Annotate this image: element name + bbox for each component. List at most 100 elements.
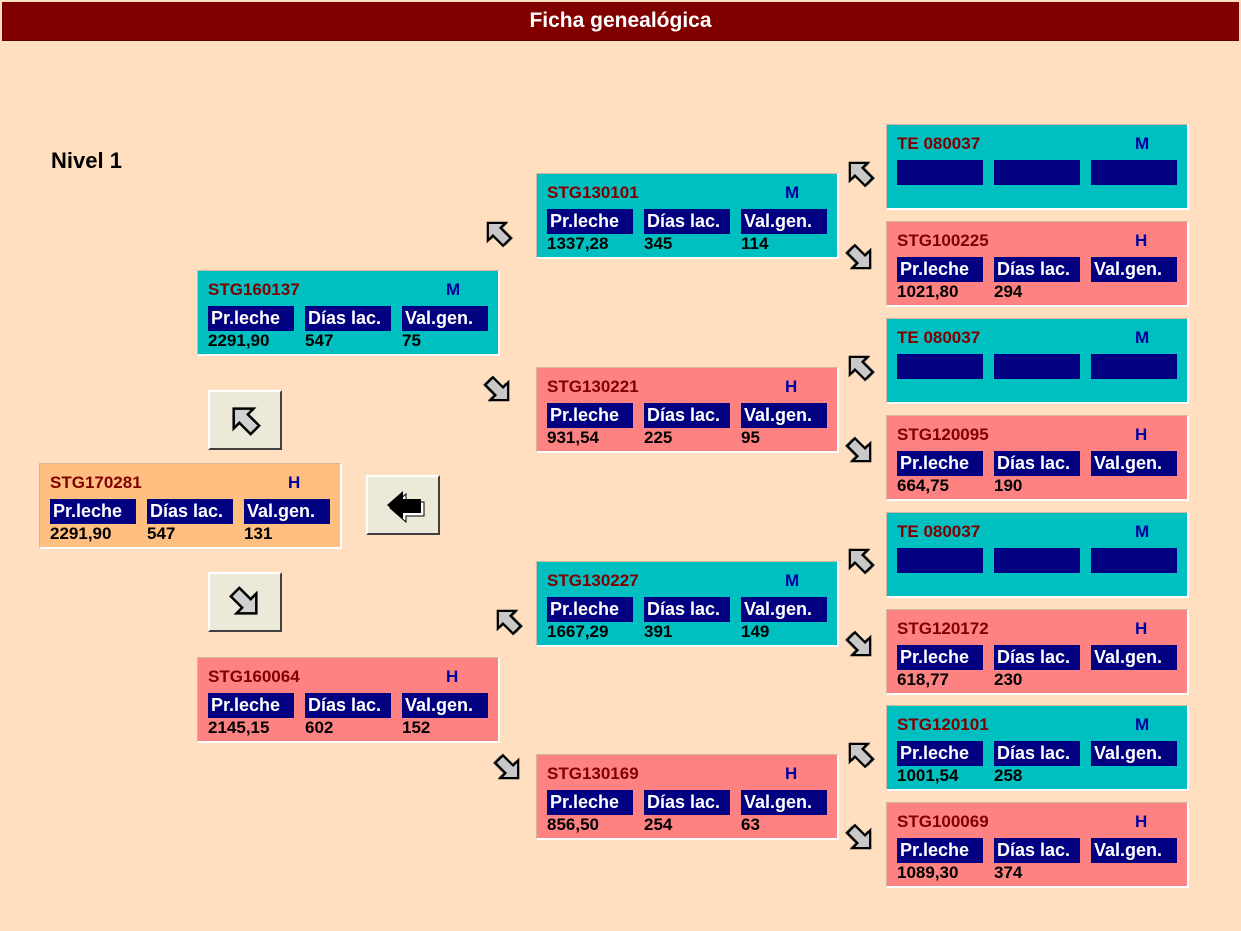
window-title: Ficha genealógica <box>2 2 1239 41</box>
milk-production-value: 1089,30 <box>897 863 959 882</box>
animal-sex: H <box>288 473 301 492</box>
expand-icon[interactable] <box>842 627 878 663</box>
expand-icon[interactable] <box>842 349 878 385</box>
milk-production-header: Pr.leche <box>547 597 633 622</box>
genetic-value-value: 75 <box>402 331 421 350</box>
genetic-value-header: Val.gen. <box>741 403 827 428</box>
milk-production-value: 1337,28 <box>547 234 609 253</box>
lactation-days-header: Días lac. <box>644 403 730 428</box>
animal-sex: M <box>785 183 800 202</box>
animal-code: STG130101 <box>547 183 639 202</box>
lactation-days-header: Días lac. <box>644 597 730 622</box>
genetic-value-header: Val.gen. <box>402 306 488 331</box>
lactation-days-header: Días lac. <box>994 741 1080 766</box>
genetic-value-header: Val.gen. <box>741 790 827 815</box>
animal-code: STG120095 <box>897 425 989 444</box>
genetic-value-header: Val.gen. <box>1091 451 1177 476</box>
expand-icon[interactable] <box>842 155 878 191</box>
lactation-days-value: 225 <box>644 428 673 447</box>
animal-sex: M <box>1135 715 1150 734</box>
lactation-days-header: Días lac. <box>994 838 1080 863</box>
animal-sex: H <box>1135 425 1148 444</box>
expand-sire-dam-icon[interactable] <box>480 372 516 408</box>
expand-icon[interactable] <box>842 736 878 772</box>
milk-production-value: 2145,15 <box>208 718 270 737</box>
genetic-value-value: 114 <box>741 234 769 253</box>
animal-code: STG160137 <box>208 280 300 299</box>
lactation-days-header <box>994 548 1080 573</box>
level-label: Nivel 1 <box>51 148 122 173</box>
nav-sire-button[interactable] <box>208 390 282 450</box>
lactation-days-header: Días lac. <box>147 499 233 524</box>
genetic-value-header <box>1091 548 1177 573</box>
expand-icon[interactable] <box>842 240 878 276</box>
lactation-days-value: 345 <box>644 234 673 253</box>
lactation-days-header: Días lac. <box>644 790 730 815</box>
genetic-value-header: Val.gen. <box>402 693 488 718</box>
animal-sex: M <box>1135 134 1150 153</box>
lactation-days-header: Días lac. <box>644 209 730 234</box>
expand-icon[interactable] <box>842 542 878 578</box>
expand-sire-sire-icon[interactable] <box>480 215 516 251</box>
lactation-days-value: 230 <box>994 670 1023 689</box>
expand-icon[interactable] <box>842 433 878 469</box>
milk-production-value: 856,50 <box>547 815 599 834</box>
milk-production-header: Pr.leche <box>897 838 983 863</box>
animal-code: TE 080037 <box>897 522 981 541</box>
genetic-value-header <box>1091 354 1177 379</box>
animal-sex: M <box>785 571 800 590</box>
lactation-days-header: Días lac. <box>305 693 391 718</box>
genetic-value-value: 149 <box>741 622 770 641</box>
animal-card-sds[interactable]: TE 080037 M <box>886 318 1189 404</box>
milk-production-header: Pr.leche <box>897 645 983 670</box>
milk-production-header: Pr.leche <box>208 306 294 331</box>
milk-production-value: 1021,80 <box>897 282 959 301</box>
nav-dam-button[interactable] <box>208 572 282 632</box>
genetic-value-header: Val.gen. <box>1091 838 1177 863</box>
lactation-days-value: 547 <box>147 524 176 543</box>
animal-code: STG170281 <box>50 473 142 492</box>
genetic-value-value: 152 <box>402 718 431 737</box>
lactation-days-header <box>994 354 1080 379</box>
genetic-value-header: Val.gen. <box>1091 741 1177 766</box>
animal-sex: H <box>1135 231 1148 250</box>
genetic-value-header <box>1091 160 1177 185</box>
lactation-days-value: 391 <box>644 622 673 641</box>
lactation-days-value: 294 <box>994 282 1023 301</box>
lactation-days-header: Días lac. <box>994 257 1080 282</box>
milk-production-header: Pr.leche <box>547 209 633 234</box>
animal-code: STG120101 <box>897 715 989 734</box>
milk-production-value: 664,75 <box>897 476 949 495</box>
animal-sex: M <box>446 280 461 299</box>
expand-dam-dam-icon[interactable] <box>490 750 526 786</box>
genetic-value-header: Val.gen. <box>741 209 827 234</box>
lactation-days-header: Días lac. <box>994 451 1080 476</box>
genetic-value-header: Val.gen. <box>244 499 330 524</box>
expand-icon[interactable] <box>842 820 878 856</box>
animal-code: STG130169 <box>547 764 639 783</box>
expand-dam-sire-icon[interactable] <box>490 603 526 639</box>
animal-sex: M <box>1135 328 1150 347</box>
back-button[interactable] <box>366 475 440 535</box>
milk-production-header: Pr.leche <box>547 403 633 428</box>
lactation-days-value: 258 <box>994 766 1023 785</box>
animal-code: TE 080037 <box>897 328 981 347</box>
animal-code: STG160064 <box>208 667 300 686</box>
lactation-days-value: 190 <box>994 476 1023 495</box>
lactation-days-value: 374 <box>994 863 1023 882</box>
milk-production-header: Pr.leche <box>897 741 983 766</box>
